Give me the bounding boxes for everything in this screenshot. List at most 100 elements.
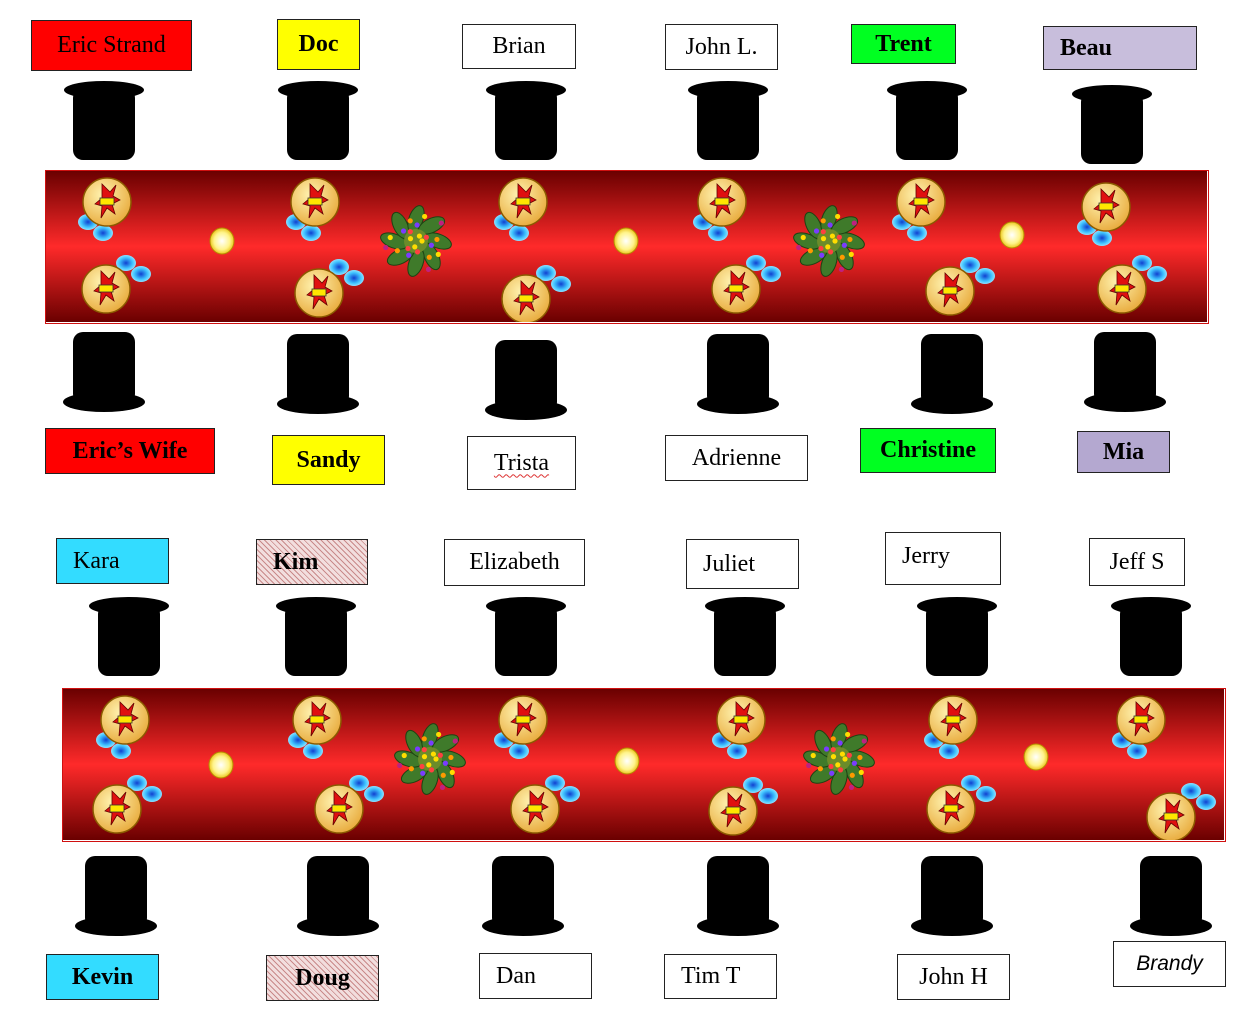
- guest-name: Kim: [273, 548, 319, 575]
- guest-name: Mia: [1102, 438, 1145, 465]
- plate-setting-icon: [92, 775, 162, 834]
- guest-card-doc: Doc: [277, 19, 360, 70]
- plate-setting-icon: [712, 695, 766, 759]
- top-hat-chair-icon: [1111, 597, 1191, 676]
- plate-setting-icon: [294, 259, 364, 318]
- plate-setting-icon: [510, 775, 580, 834]
- guest-name: Jeff S: [1109, 548, 1165, 575]
- plate-setting-icon: [78, 177, 132, 241]
- plate-setting-icon: [96, 695, 150, 759]
- guest-name: John L.: [685, 33, 758, 60]
- guest-name: Jerry: [902, 543, 950, 569]
- table-1-surface: [46, 171, 1207, 322]
- guest-card-trista: Trista: [467, 436, 576, 490]
- guest-name: Christine: [880, 437, 976, 463]
- guest-card-john-l: John L.: [665, 24, 778, 70]
- guest-card-juliet: Juliet: [686, 539, 799, 589]
- candle-icon: [999, 221, 1025, 249]
- top-hat-chair-icon: [1130, 856, 1212, 936]
- guest-name: Trent: [875, 30, 932, 57]
- plate-setting-icon: [494, 695, 548, 759]
- guest-name: Beau: [1060, 34, 1113, 61]
- guest-card-john-h: John H: [897, 954, 1010, 1000]
- guest-card-dan: Dan: [479, 953, 592, 999]
- plate-setting-icon: [286, 177, 340, 241]
- guest-card-brandy: Brandy: [1113, 941, 1226, 987]
- top-hat-chair-icon: [1072, 85, 1152, 164]
- plate-setting-icon: [314, 775, 384, 834]
- guest-card-sandy: Sandy: [272, 435, 385, 485]
- centerpiece-wreath-icon: [380, 205, 452, 277]
- guest-name: Eric Strand: [57, 32, 166, 58]
- guest-name: Trista: [493, 449, 550, 476]
- candle-icon: [614, 747, 640, 775]
- guest-card-erics-wife: Eric’s Wife: [45, 428, 215, 474]
- plate-setting-icon: [1112, 695, 1166, 759]
- plate-setting-icon: [693, 177, 747, 241]
- plate-setting-icon: [926, 775, 996, 834]
- top-hat-chair-icon: [486, 597, 566, 676]
- guest-name: Tim T: [681, 963, 741, 989]
- plate-setting-icon: [708, 777, 778, 836]
- plate-setting-icon: [81, 255, 151, 314]
- guest-card-christine: Christine: [860, 428, 996, 473]
- plate-setting-icon: [288, 695, 342, 759]
- top-hat-chair-icon: [1084, 332, 1166, 412]
- top-hat-chair-icon: [75, 856, 157, 936]
- plate-setting-icon: [925, 257, 995, 316]
- candle-icon: [209, 227, 235, 255]
- guest-name: Juliet: [703, 550, 755, 577]
- plate-setting-icon: [711, 255, 781, 314]
- guest-card-kim: Kim: [256, 539, 368, 585]
- plate-setting-icon: [1077, 182, 1131, 246]
- guest-name: Brandy: [1136, 952, 1203, 975]
- top-hat-chair-icon: [688, 81, 768, 160]
- top-hat-chair-icon: [697, 856, 779, 936]
- guest-card-elizabeth: Elizabeth: [444, 539, 585, 586]
- top-hat-chair-icon: [486, 81, 566, 160]
- top-hat-chair-icon: [697, 334, 779, 414]
- guest-card-kara: Kara: [56, 538, 169, 584]
- guest-card-jerry: Jerry: [885, 532, 1001, 585]
- guest-card-trent: Trent: [851, 24, 956, 64]
- centerpiece-wreath-icon: [793, 205, 865, 277]
- guest-card-doug: Doug: [266, 955, 379, 1001]
- top-hat-chair-icon: [482, 856, 564, 936]
- top-hat-chair-icon: [911, 856, 993, 936]
- banquet-table-1: [45, 170, 1209, 324]
- top-hat-chair-icon: [705, 597, 785, 676]
- centerpiece-wreath-icon: [803, 723, 875, 795]
- top-hat-chair-icon: [917, 597, 997, 676]
- plate-setting-icon: [924, 695, 978, 759]
- candle-icon: [613, 227, 639, 255]
- guest-name: Brian: [492, 33, 546, 59]
- guest-name: Sandy: [296, 446, 361, 473]
- plate-setting-icon: [1097, 255, 1167, 314]
- top-hat-chair-icon: [887, 81, 967, 160]
- top-hat-chair-icon: [89, 597, 169, 676]
- guest-name: Dan: [496, 962, 536, 989]
- guest-name: Eric’s Wife: [72, 437, 188, 464]
- top-hat-chair-icon: [276, 597, 356, 676]
- table-2-surface: [63, 689, 1224, 840]
- guest-name: Elizabeth: [469, 549, 560, 575]
- guest-card-adrienne: Adrienne: [665, 435, 808, 481]
- top-hat-chair-icon: [278, 81, 358, 160]
- banquet-table-2: [62, 688, 1226, 842]
- guest-card-kevin: Kevin: [46, 954, 159, 1000]
- guest-name: Kevin: [71, 963, 134, 990]
- plate-setting-icon: [494, 177, 548, 241]
- guest-card-tim-t: Tim T: [664, 954, 777, 999]
- guest-card-jeff-s: Jeff S: [1089, 538, 1185, 586]
- plate-setting-icon: [1146, 783, 1216, 840]
- guest-card-mia: Mia: [1077, 431, 1170, 473]
- top-hat-chair-icon: [297, 856, 379, 936]
- candle-icon: [1023, 743, 1049, 771]
- guest-card-eric-strand: Eric Strand: [31, 20, 192, 71]
- candle-icon: [208, 751, 234, 779]
- guest-name: Doc: [298, 31, 339, 57]
- guest-name: Adrienne: [691, 444, 782, 471]
- top-hat-chair-icon: [485, 340, 567, 420]
- guest-card-beau: Beau: [1043, 26, 1197, 70]
- guest-card-brian: Brian: [462, 24, 576, 69]
